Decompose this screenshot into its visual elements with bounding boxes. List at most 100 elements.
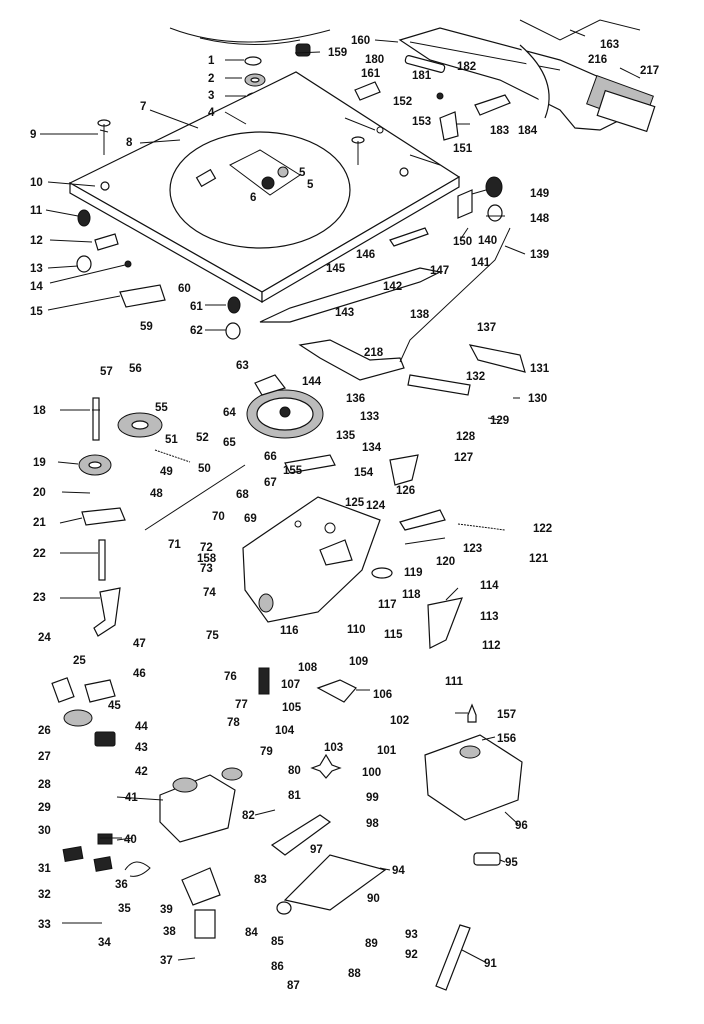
part-39-plate [181,867,221,906]
label-149: 149 [530,188,549,200]
part-26-brush [63,709,93,727]
label-112: 112 [482,640,501,652]
label-92: 92 [405,949,418,961]
label-32: 32 [38,889,51,901]
label-10: 10 [30,177,43,189]
label-34: 34 [98,937,111,949]
label-27: 27 [38,751,51,763]
label-55: 55 [155,402,168,414]
part-149-spring-cup [485,176,503,198]
label-126: 126 [396,485,415,497]
label-83: 83 [254,874,267,886]
part-14-screw [124,260,132,268]
label-21: 21 [33,517,46,529]
part-153-screw [351,136,365,165]
part-114-lever [427,597,463,649]
label-47: 47 [133,638,146,650]
part-61-spring [227,296,241,314]
label-127: 127 [454,452,473,464]
label-104: 104 [275,725,295,737]
leader-lines [40,29,641,963]
label-7: 7 [140,101,146,113]
label-137: 137 [477,322,496,334]
label-125: 125 [345,497,365,509]
label-23: 23 [33,592,46,604]
part-32-plate [93,856,113,872]
label-50: 50 [198,463,211,475]
label-144: 144 [302,376,322,388]
part-71-rod [144,464,246,531]
part-40-clip [97,833,113,845]
label-12: 12 [30,235,43,247]
label-114: 114 [480,580,499,592]
label-100: 100 [362,767,381,779]
label-73: 73 [200,563,213,575]
label-115: 115 [384,629,403,641]
part-50-spring [154,449,191,463]
label-217: 217 [640,65,659,77]
label-89: 89 [365,938,378,950]
label-43: 43 [135,742,148,754]
label-155: 155 [283,465,303,477]
part-146-link [389,227,429,247]
label-119: 119 [404,567,423,579]
label-5b: 5 [307,179,314,191]
label-101: 101 [377,745,397,757]
label-48: 48 [150,488,163,500]
part-180-slide [404,55,446,73]
part-157-pin [467,703,477,723]
label-136: 136 [346,393,365,405]
part-12-clip [94,233,119,251]
part-45-block [94,731,116,747]
label-30: 30 [38,825,51,837]
part-65-turntable-hub [246,389,324,439]
part-9-screw [97,119,111,155]
part-119-washer [371,567,393,579]
part-22-screw [98,539,106,581]
part-13-grommet [76,255,92,273]
label-184: 184 [518,125,538,137]
label-103: 103 [324,742,343,754]
label-68: 68 [236,489,249,501]
label-93: 93 [405,929,418,941]
label-39: 39 [160,904,173,916]
part-152-bracket [354,81,381,101]
label-153: 153 [412,116,431,128]
label-90: 90 [367,893,380,905]
label-28: 28 [38,779,51,791]
part-145-lever [259,267,442,323]
label-134: 134 [362,442,382,454]
label-18: 18 [33,405,46,417]
label-87: 87 [287,980,300,992]
label-161: 161 [361,68,381,80]
label-139: 139 [530,249,549,261]
label-14: 14 [30,281,43,293]
label-106: 106 [373,689,392,701]
part-95-fuse [473,852,501,866]
label-142: 142 [383,281,402,293]
part-23-lever [93,587,121,637]
part-62-grommet [225,322,241,340]
label-77: 77 [235,699,248,711]
label-72: 72 [200,542,213,554]
label-13: 13 [30,263,43,275]
label-74: 74 [203,587,216,599]
label-22: 22 [33,548,46,560]
label-33: 33 [38,919,51,931]
label-82: 82 [242,810,255,822]
label-8: 8 [126,137,133,149]
label-113: 113 [480,611,499,623]
label-107: 107 [281,679,300,691]
label-56: 56 [129,363,142,375]
label-182: 182 [457,61,476,73]
part-136-lever [298,339,405,381]
part-91-strip [435,924,471,991]
label-81: 81 [288,790,301,802]
label-159: 159 [328,47,347,59]
label-157: 157 [497,709,516,721]
part-122-spring [457,523,506,531]
label-148: 148 [530,213,550,225]
label-138: 138 [410,309,430,321]
part-151-bracket [439,111,459,141]
